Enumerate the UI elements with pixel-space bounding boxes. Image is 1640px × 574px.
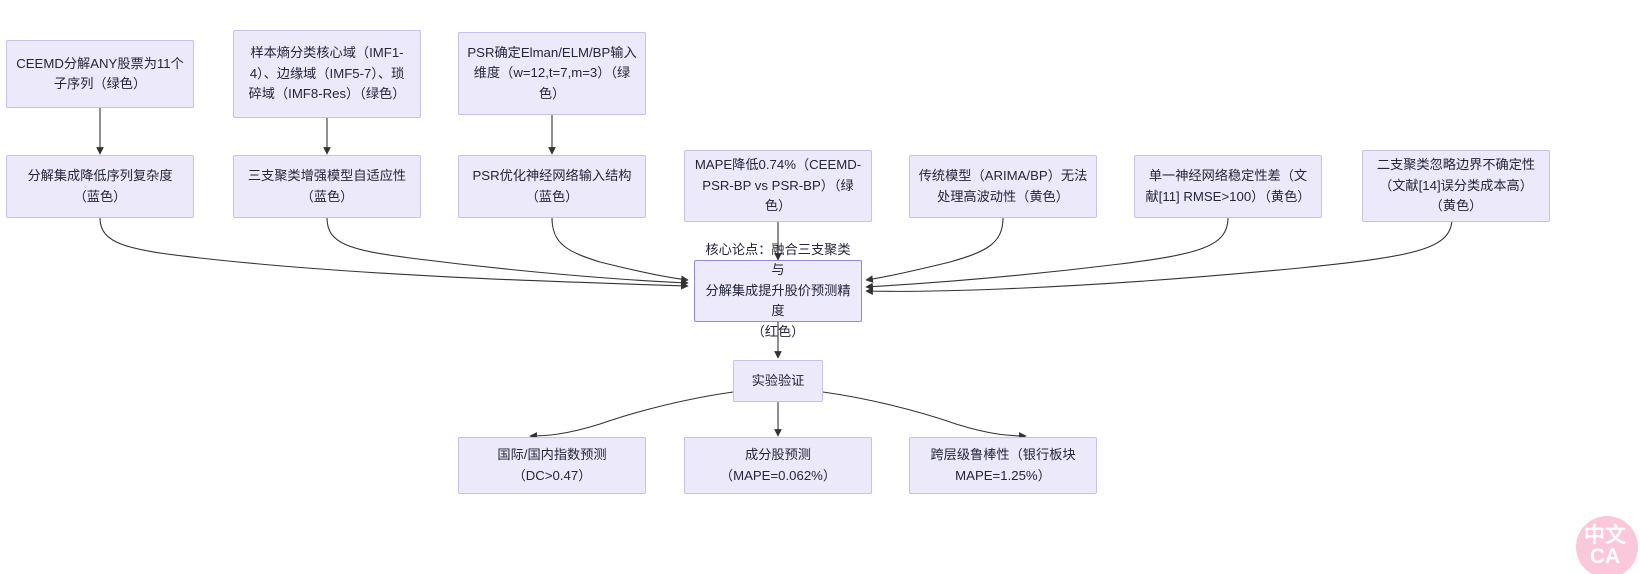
- node-label: 实验验证: [751, 372, 805, 388]
- node-cross-level-robustness[interactable]: 跨层级鲁棒性（银行板块 MAPE=1.25%）: [909, 437, 1097, 494]
- node-label: 核心论点：融合三支聚类与 分解集成提升股价预测精度 （红色）: [705, 241, 851, 339]
- node-label: 二支聚类忽略边界不确定性 （文献[14]误分类成本高） （黄色）: [1376, 157, 1536, 214]
- node-two-way-clustering-boundary[interactable]: 二支聚类忽略边界不确定性 （文献[14]误分类成本高） （黄色）: [1362, 150, 1550, 222]
- node-mape-reduction[interactable]: MAPE降低0.74%（CEEMD- PSR-BP vs PSR-BP）（绿 色…: [684, 150, 872, 222]
- node-label: 分解集成降低序列复杂度 （蓝色）: [27, 168, 173, 204]
- node-index-forecast[interactable]: 国际/国内指数预测 （DC>0.47）: [458, 437, 646, 494]
- node-constituent-stock-forecast[interactable]: 成分股预测 （MAPE=0.062%）: [684, 437, 872, 494]
- node-label: 样本熵分类核心域（IMF1- 4）、边缘域（IMF5-7）、琐 碎域（IMF8-…: [248, 45, 406, 102]
- node-traditional-model-limitation[interactable]: 传统模型（ARIMA/BP）无法 处理高波动性（黄色）: [909, 155, 1097, 218]
- node-label: MAPE降低0.74%（CEEMD- PSR-BP vs PSR-BP）（绿 色…: [694, 157, 862, 214]
- node-label: 跨层级鲁棒性（银行板块 MAPE=1.25%）: [930, 447, 1076, 483]
- watermark-text: 中文 CA: [1584, 524, 1626, 568]
- node-experimental-validation[interactable]: 实验验证: [733, 360, 823, 402]
- node-label: CEEMD分解ANY股票为11个 子序列（绿色）: [16, 55, 184, 91]
- node-label: 传统模型（ARIMA/BP）无法 处理高波动性（黄色）: [918, 168, 1088, 204]
- node-core-thesis[interactable]: 核心论点：融合三支聚类与 分解集成提升股价预测精度 （红色）: [694, 242, 862, 339]
- node-label: PSR优化神经网络输入结构 （蓝色）: [472, 168, 632, 204]
- node-ceemd-decompose[interactable]: CEEMD分解ANY股票为11个 子序列（绿色）: [6, 40, 194, 108]
- node-decomp-reduce-complexity[interactable]: 分解集成降低序列复杂度 （蓝色）: [6, 155, 194, 218]
- node-label: PSR确定Elman/ELM/BP输入 维度（w=12,t=7,m=3）（绿 色…: [467, 44, 637, 101]
- node-psr-optimize-nn-input[interactable]: PSR优化神经网络输入结构 （蓝色）: [458, 155, 646, 218]
- edge-n5-core: [326, 217, 689, 287]
- edge-verify-n13: [822, 391, 1027, 440]
- edge-n10-core: [865, 217, 1453, 296]
- edge-n9-core: [865, 217, 1229, 291]
- edge-n8-core: [865, 217, 1004, 283]
- node-psr-input-dimension[interactable]: PSR确定Elman/ELM/BP输入 维度（w=12,t=7,m=3）（绿 色…: [458, 32, 646, 115]
- node-sample-entropy-classify[interactable]: 样本熵分类核心域（IMF1- 4）、边缘域（IMF5-7）、琐 碎域（IMF8-…: [233, 30, 421, 118]
- node-label: 三支聚类增强模型自适应性 （蓝色）: [247, 168, 407, 204]
- edge-n4-core: [99, 217, 689, 290]
- node-three-way-clustering-adaptive[interactable]: 三支聚类增强模型自适应性 （蓝色）: [233, 155, 421, 218]
- watermark-logo: 中文 CA: [1576, 516, 1638, 574]
- node-single-nn-instability[interactable]: 单一神经网络稳定性差（文 献[11] RMSE>100）（黄色）: [1134, 155, 1322, 218]
- node-label: 成分股预测 （MAPE=0.062%）: [719, 447, 837, 483]
- node-label: 单一神经网络稳定性差（文 献[11] RMSE>100）（黄色）: [1145, 168, 1311, 204]
- edge-verify-n11: [529, 391, 734, 440]
- node-label: 国际/国内指数预测 （DC>0.47）: [497, 447, 607, 483]
- edge-n6-core: [551, 217, 689, 284]
